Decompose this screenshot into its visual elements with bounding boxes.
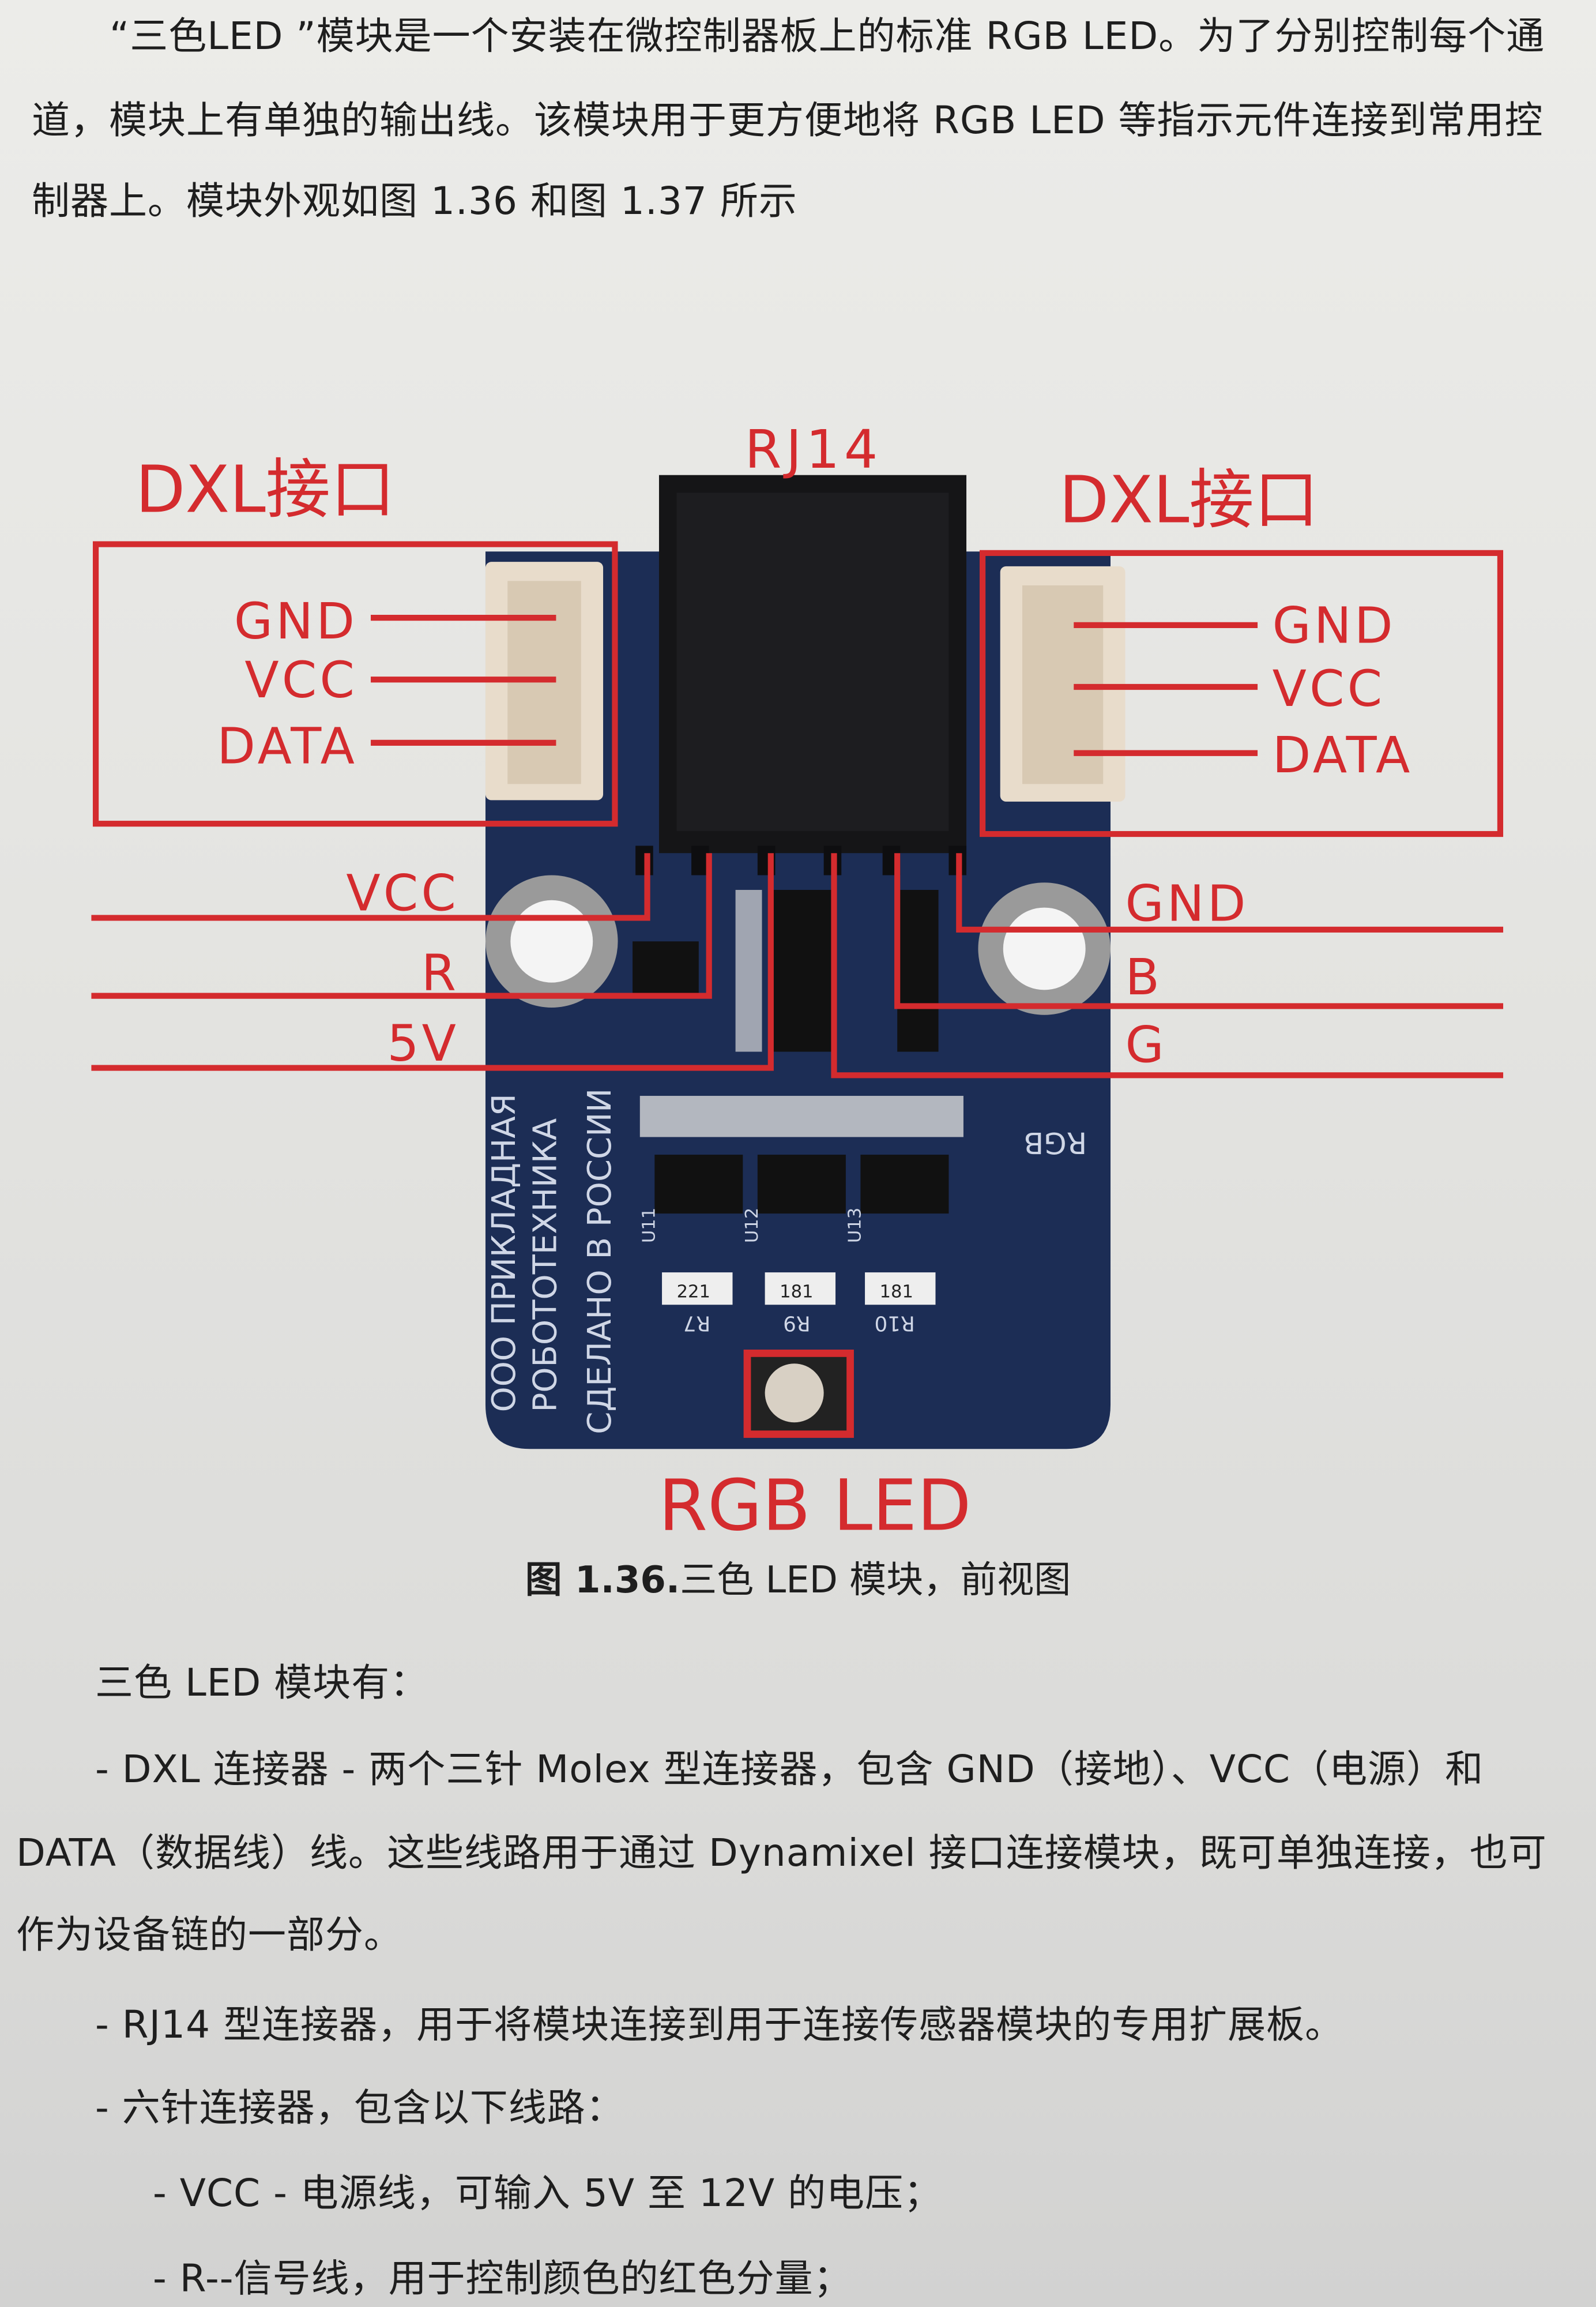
svg-text:GND: GND: [1273, 597, 1396, 655]
six-pin-right-labels: GND B G: [831, 853, 1504, 1079]
body-line-2: - DXL 连接器 - 两个三针 Molex 型连接器，包含 GND（接地）、V…: [95, 1747, 1484, 1791]
svg-text:GND: GND: [234, 593, 357, 651]
svg-text:VCC: VCC: [244, 652, 357, 709]
svg-text:R10: R10: [875, 1312, 915, 1335]
intro-line-1: “三色LED ”模块是一个安装在微控制器板上的标准 RGB LED。为了分别控制…: [110, 14, 1545, 58]
svg-text:VCC: VCC: [346, 865, 459, 923]
body-line-1: 三色 LED 模块有：: [95, 1660, 429, 1705]
board-text-made-in: СДЕЛАНО В РОССИИ: [581, 1088, 619, 1434]
body-line-8: - R--信号线，用于控制颜色的红色分量；: [153, 2256, 852, 2301]
dxl-right-pin-labels: GND VCC DATA: [1074, 597, 1413, 784]
caption-text: 三色 LED 模块，前视图: [680, 1559, 1071, 1602]
body-line-7: - VCC - 电源线，可输入 5V 至 12V 的电压；: [153, 2171, 943, 2215]
dxl-left-label: DXL接口: [135, 452, 395, 527]
figure-1-36-diagram: 221 181 181 R7 R9 R10 U11 U12 U13 RGB ОО…: [91, 419, 1504, 1546]
body-line-3: DATA（数据线）线。这些线路用于通过 Dynamixel 接口连接模块，既可单…: [16, 1831, 1547, 1875]
body-line-6: - 六针连接器，包含以下线路：: [95, 2086, 624, 2130]
board-text-robotics: РОБОТОТЕХНИКА: [526, 1118, 564, 1412]
svg-text:R: R: [421, 944, 459, 1002]
rgb-led-label: RGB LED: [658, 1464, 972, 1546]
resistors: 221 181 181 R7 R9 R10: [662, 1272, 936, 1335]
figure-caption: 图 1.36.三色 LED 模块，前视图: [0, 1550, 1596, 1603]
dxl-right-label: DXL接口: [1059, 463, 1319, 538]
svg-text:5V: 5V: [387, 1015, 459, 1073]
body-line-4: 作为设备链的一部分。: [16, 1913, 402, 1957]
dxl-left-box: [92, 541, 618, 827]
intro-line-2: 道，模块上有单独的输出线。该模块用于更方便地将 RGB LED 等指示元件连接到…: [32, 98, 1544, 142]
board-text-company: ООО ПРИКЛАДНАЯ: [485, 1094, 523, 1412]
rj14-label: RJ14: [745, 419, 882, 480]
intro-line-3: 制器上。模块外观如图 1.36 和图 1.37 所示: [32, 179, 797, 223]
svg-text:GND: GND: [1126, 876, 1249, 933]
rgb-led: [765, 1363, 824, 1423]
resistor-array: [639, 1096, 963, 1137]
svg-text:DATA: DATA: [217, 718, 357, 776]
svg-text:U11: U11: [639, 1208, 659, 1243]
svg-text:B: B: [1126, 949, 1163, 1006]
transistors: [654, 1155, 949, 1214]
svg-text:G: G: [1126, 1016, 1167, 1074]
svg-text:U13: U13: [845, 1208, 865, 1243]
svg-text:RGB: RGB: [1023, 1125, 1087, 1159]
dxl-left-pin-labels: GND VCC DATA: [217, 593, 556, 776]
svg-text:R9: R9: [783, 1312, 811, 1335]
svg-text:U12: U12: [742, 1208, 762, 1243]
six-pin-left-labels: VCC R 5V: [91, 853, 774, 1073]
caption-number: 图 1.36.: [525, 1559, 680, 1602]
svg-text:DATA: DATA: [1273, 727, 1413, 784]
svg-text:VCC: VCC: [1273, 660, 1386, 718]
svg-text:181: 181: [880, 1282, 913, 1302]
svg-text:R7: R7: [683, 1312, 711, 1335]
ic-chips: [633, 889, 939, 1052]
body-line-5: - RJ14 型连接器，用于将模块连接到用于连接传感器模块的专用扩展板。: [95, 2002, 1344, 2047]
svg-text:221: 221: [677, 1282, 710, 1302]
svg-text:181: 181: [780, 1282, 813, 1302]
dxl-right-box: [980, 550, 1504, 837]
